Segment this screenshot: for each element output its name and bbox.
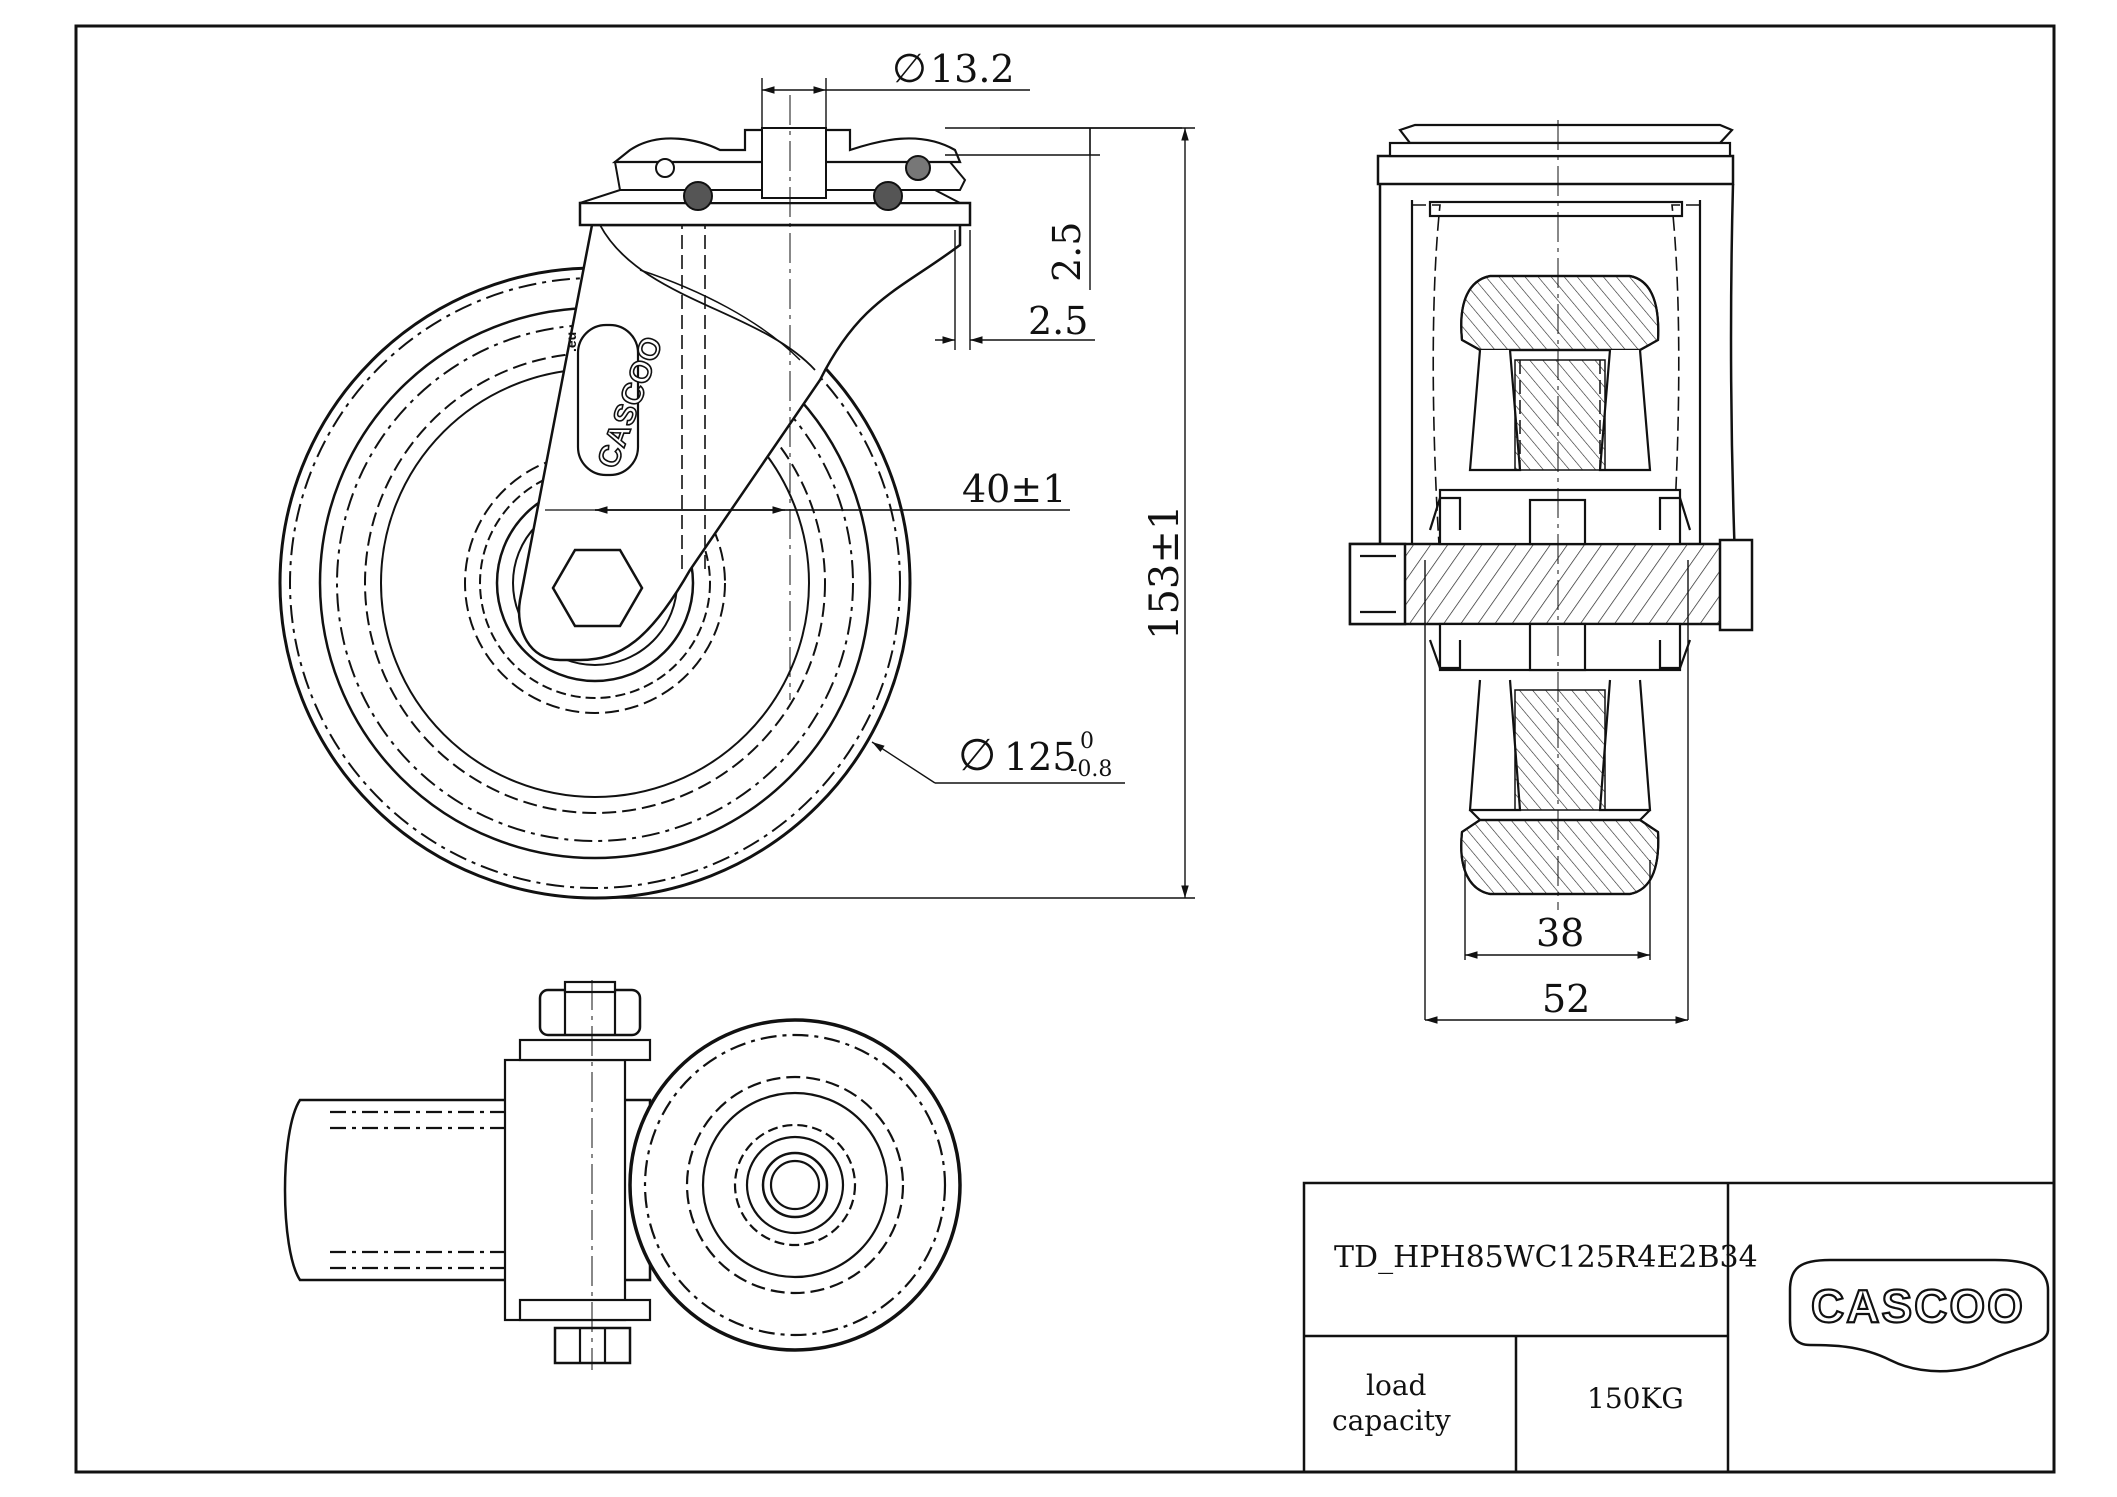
dim-wheel-tol-upper: 0 — [1080, 729, 1094, 754]
top-plate — [578, 201, 972, 227]
top-view — [283, 980, 962, 1370]
front-view-dimension-texts: ∅ 13.2 2.5 2.5 40±1 153±1 ∅ 125 0 -0.8 — [892, 46, 1188, 782]
axle-hex-nut — [551, 548, 644, 628]
dim-wheel-diameter: 125 — [1004, 735, 1077, 779]
top-view-nut-top — [538, 988, 642, 1037]
dim-tread-width: 38 — [1536, 911, 1584, 955]
top-view-wheel — [628, 1018, 962, 1352]
side-section-view — [1348, 120, 1754, 1020]
fork-logo-suffix: .eu — [563, 332, 579, 352]
dim-bore-symbol: ∅ — [892, 46, 927, 92]
dim-wheel-tol-lower: -0.8 — [1070, 757, 1112, 782]
dim-offset: 40±1 — [962, 467, 1066, 511]
dim-total-height: 153±1 — [1142, 505, 1188, 640]
load-capacity-value: 150KG — [1587, 1382, 1684, 1415]
drawing-border — [74, 24, 2056, 1474]
axle-nut — [1348, 542, 1407, 626]
dim-plate-thickness-vertical: 2.5 — [1045, 222, 1089, 282]
brand-logo: CASCOO — [1788, 1258, 2050, 1373]
front-view-dimensions — [595, 78, 1195, 899]
kingpin-bore — [761, 127, 827, 199]
load-capacity-label-line1: load — [1366, 1369, 1427, 1402]
drawing-number: TD_HPH85WC125R4E2B34 — [1334, 1240, 1758, 1275]
dim-overall-width: 52 — [1542, 977, 1590, 1021]
side-view-dimensions — [1425, 951, 1688, 1024]
dim-plate-thickness-horizontal: 2.5 — [1028, 299, 1088, 343]
title-block — [1302, 1181, 2056, 1474]
bearing-ball-left — [683, 181, 713, 211]
dim-bore-diameter: 13.2 — [930, 47, 1015, 91]
load-capacity-label-line2: capacity — [1332, 1404, 1451, 1437]
front-view: CASCOO .eu — [278, 95, 972, 900]
brand-logo-text: CASCOO — [1811, 1280, 2025, 1332]
bearing-ball-right — [873, 181, 903, 211]
dim-wheel-diameter-symbol: ∅ — [958, 730, 996, 781]
